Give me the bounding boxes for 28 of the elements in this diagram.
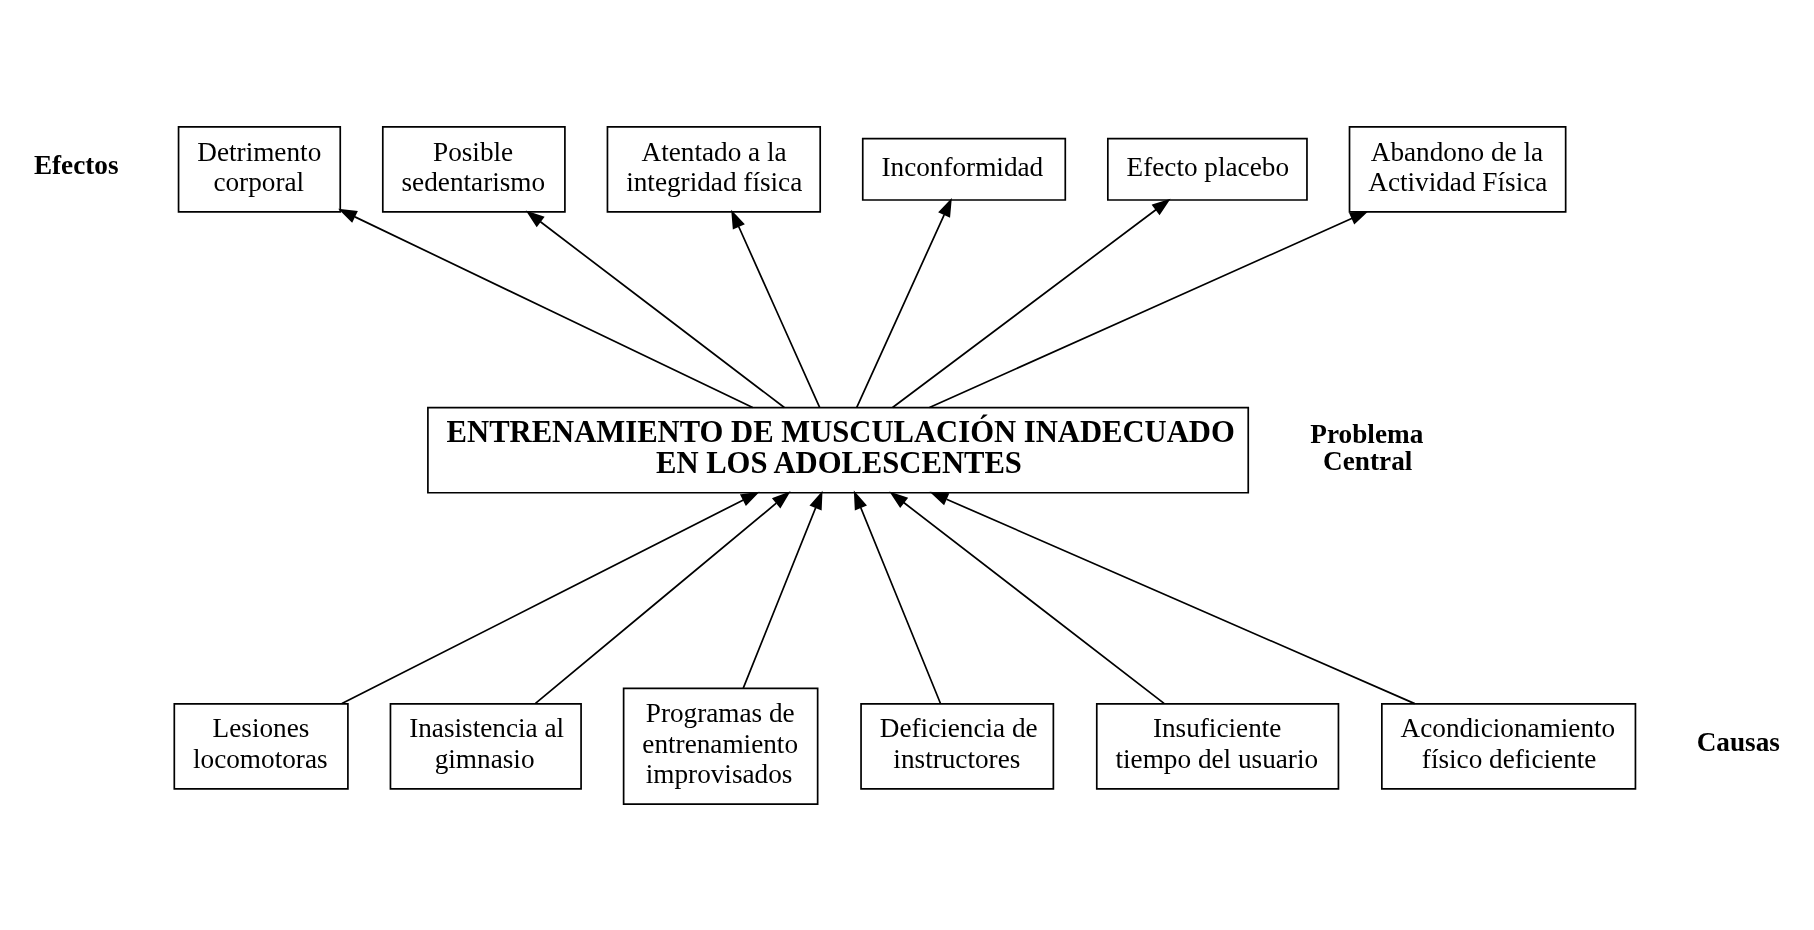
arrow — [731, 209, 821, 408]
label: Problema Central — [1310, 418, 1424, 476]
node-box: Inconformidad — [861, 137, 1067, 201]
node-box: Posible sedentarismo — [381, 125, 566, 213]
arrow — [891, 198, 1171, 408]
label: Efectos — [33, 149, 119, 180]
node-box: Atentado a la integridad física — [606, 125, 822, 213]
node-box: Deficiencia de instructores — [860, 702, 1055, 790]
arrow — [525, 210, 786, 408]
arrow — [853, 490, 942, 704]
arrow — [929, 491, 1416, 704]
arrow — [338, 208, 754, 408]
node-box: Insuficiente tiempo del usuario — [1095, 702, 1340, 790]
label: Causas — [1696, 726, 1780, 757]
node-box: ENTRENAMIENTO DE MUSCULACIÓN INADECUADO EN LOS ADOLESCENTES — [427, 406, 1250, 494]
arrow — [889, 490, 1165, 704]
node-box: Inasistencia al gimnasio — [389, 702, 582, 790]
node-box: Efecto placebo — [1107, 137, 1308, 201]
node-box: Acondicionamiento físico deficiente — [1381, 702, 1637, 790]
node-box: Programas de entrenamiento improvisados — [622, 687, 819, 805]
arrow — [534, 490, 791, 704]
arrow — [742, 490, 823, 689]
arrow — [341, 491, 760, 704]
node-box: Detrimento corporal — [177, 125, 342, 213]
node-box: Lesiones locomotoras — [173, 702, 349, 790]
node-box: Abandono de la Actividad Física — [1348, 125, 1567, 213]
arrow — [928, 210, 1369, 408]
arrow — [855, 197, 952, 408]
